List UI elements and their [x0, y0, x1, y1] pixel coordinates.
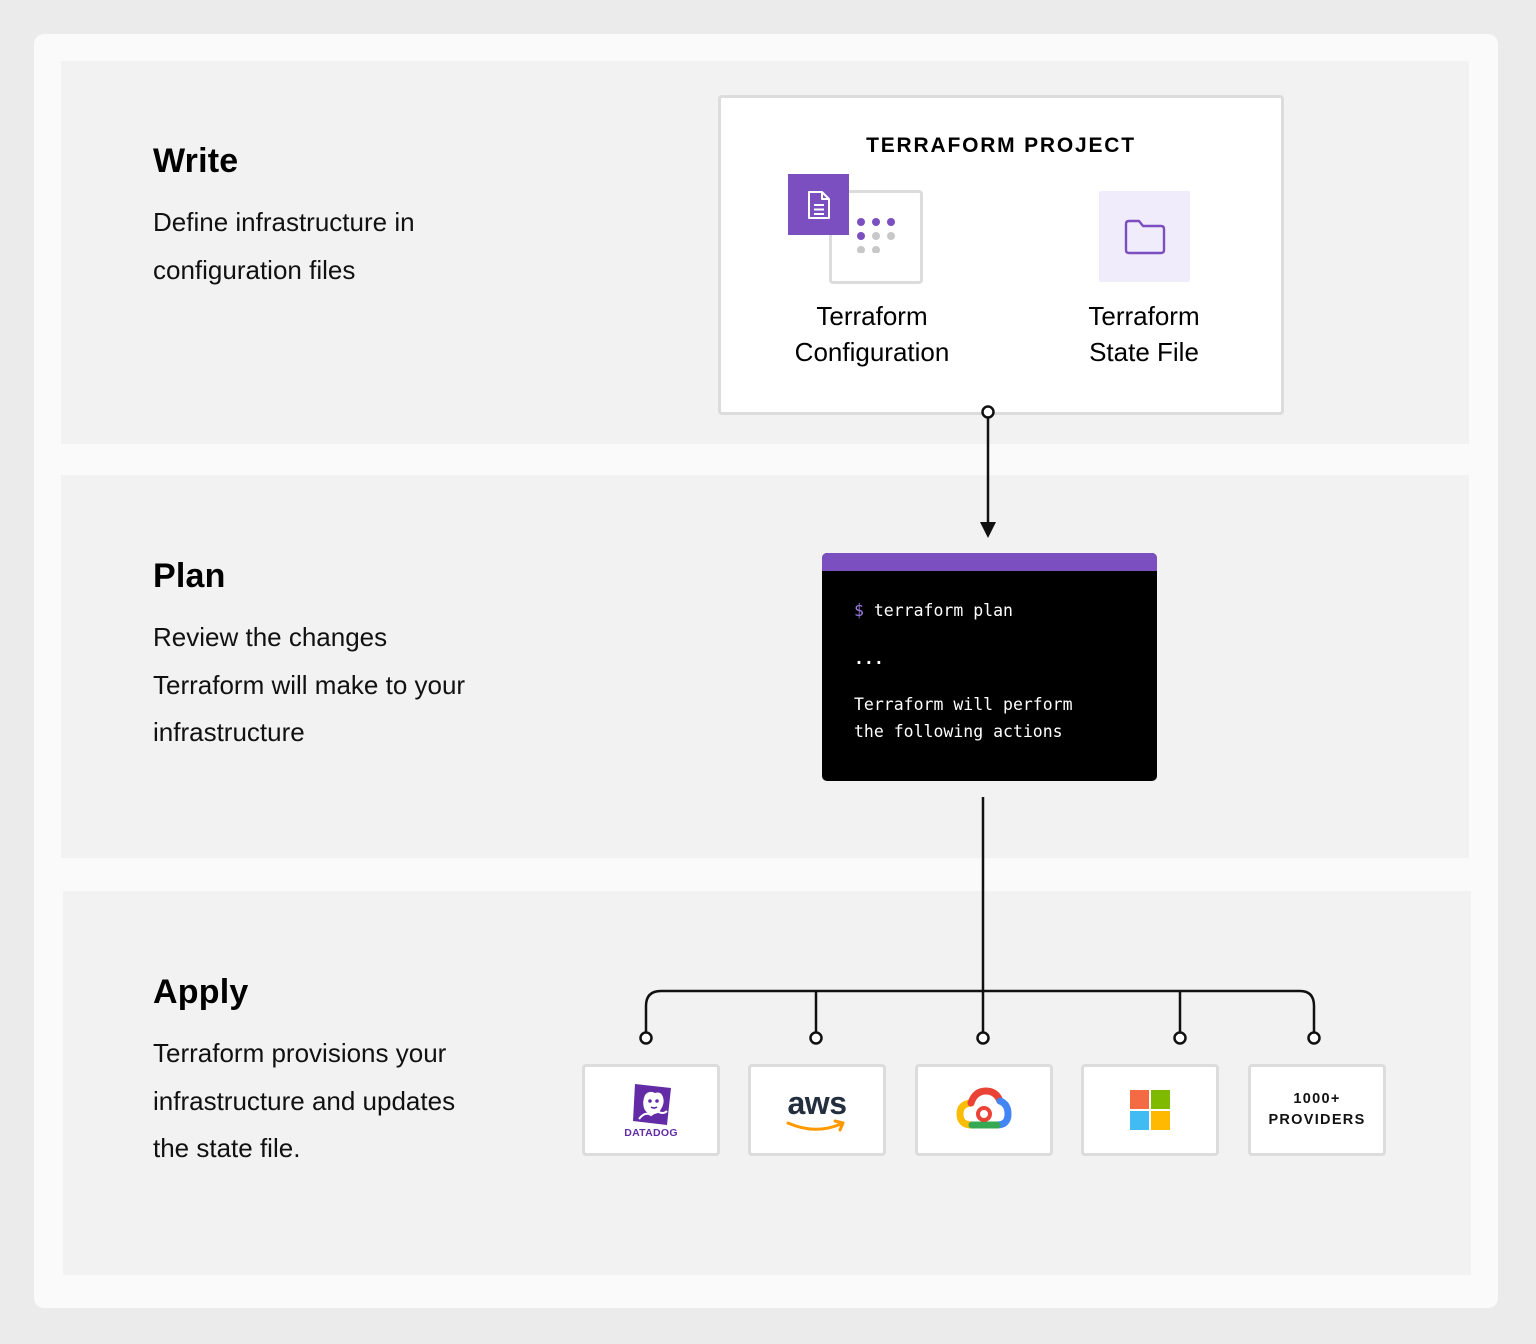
- aws-logo: aws: [787, 1085, 847, 1121]
- write-title: Write: [153, 142, 239, 180]
- terminal-command-line: $ terraform plan: [854, 601, 1013, 620]
- terminal-output-line-2: the following actions: [854, 722, 1063, 741]
- provider-more: 1000+ PROVIDERS: [1248, 1064, 1386, 1156]
- configuration-label: Terraform Configuration: [794, 301, 950, 367]
- state-file-label: Terraform State File: [1088, 301, 1200, 367]
- terminal-ellipsis: ...: [854, 649, 884, 668]
- google-cloud-logo: [956, 1087, 1012, 1129]
- apply-description: Terraform provisions your infrastructure…: [153, 1038, 456, 1163]
- terraform-project-box: TERRAFORM PROJECT Terraform Configuratio…: [718, 95, 1284, 415]
- terminal-title-bar: [822, 553, 1157, 571]
- aws-smile-icon: [786, 1119, 845, 1132]
- apply-title: Apply: [153, 973, 249, 1011]
- plan-panel: [61, 475, 1469, 858]
- provider-google-cloud: [915, 1064, 1053, 1156]
- datadog-logo: [633, 1084, 671, 1125]
- more-providers-label: 1000+ PROVIDERS: [1268, 1091, 1366, 1128]
- project-title: TERRAFORM PROJECT: [866, 134, 1136, 157]
- document-icon: [788, 174, 849, 235]
- code-dots-icon: [857, 218, 895, 253]
- provider-azure: [1081, 1064, 1219, 1156]
- plan-description: Review the changes Terraform will make t…: [153, 622, 466, 747]
- terraform-plan-terminal: $ terraform plan ... Terraform will perf…: [822, 553, 1157, 781]
- datadog-label: DATADOG: [624, 1127, 678, 1139]
- plan-title: Plan: [153, 557, 226, 595]
- provider-aws: aws: [748, 1064, 886, 1156]
- folder-icon: [1099, 191, 1190, 282]
- terminal-output-line-1: Terraform will perform: [854, 695, 1073, 714]
- write-description: Define infrastructure in configuration f…: [153, 207, 415, 285]
- microsoft-logo: [1130, 1090, 1170, 1130]
- provider-datadog: DATADOG: [582, 1064, 720, 1156]
